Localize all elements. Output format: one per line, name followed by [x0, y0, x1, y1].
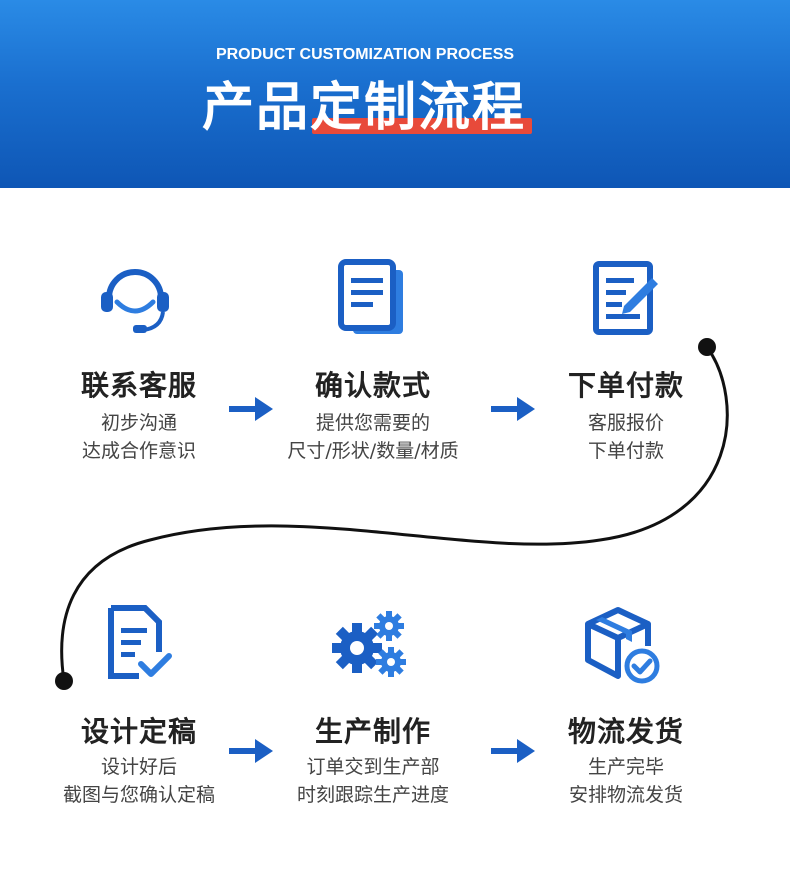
arrow-right-icon [229, 397, 273, 421]
step-desc-line2: 安排物流发货 [568, 784, 683, 806]
header-banner: PRODUCT CUSTOMIZATION PROCESS 产品定制流程 [0, 0, 790, 188]
document-stack-icon [338, 259, 403, 334]
step-title: 生产制作 [314, 715, 431, 748]
document-check-icon [108, 605, 172, 679]
step-desc-line1: 初步沟通 [100, 412, 177, 434]
page-title: 产品定制流程 [202, 78, 527, 138]
title-underline [312, 118, 532, 134]
step-order-payment: 下单付款 客服报价 下单付款 [516, 258, 736, 468]
step-desc-line2: 达成合作意识 [81, 440, 196, 462]
step-title: 确认款式 [314, 369, 431, 402]
step-desc-line2: 时刻跟踪生产进度 [296, 784, 449, 806]
step-desc-line1: 生产完毕 [587, 756, 664, 778]
step-title: 下单付款 [567, 369, 684, 402]
step-desc-line2: 尺寸/形状/数量/材质 [287, 440, 459, 462]
arrow-right-icon [491, 397, 535, 421]
step-design-finalize: 设计定稿 设计好后 截图与您确认定稿 [29, 602, 249, 812]
step-desc-line1: 订单交到生产部 [306, 756, 440, 778]
headset-icon [101, 269, 169, 333]
step-shipping: 物流发货 生产完毕 安排物流发货 [516, 602, 736, 812]
step-contact-service: 联系客服 初步沟通 达成合作意识 [29, 258, 249, 468]
step-title: 设计定稿 [80, 715, 197, 748]
header-subtitle: PRODUCT CUSTOMIZATION PROCESS [215, 46, 515, 63]
arrow-right-icon [491, 739, 535, 763]
pen-document-icon [593, 261, 658, 335]
step-title: 联系客服 [80, 369, 197, 402]
step-desc-line1: 设计好后 [100, 756, 177, 778]
step-desc-line2: 下单付款 [587, 440, 664, 462]
package-check-icon [585, 607, 660, 684]
step-desc-line1: 提供您需要的 [315, 412, 430, 434]
step-desc-line1: 客服报价 [587, 412, 664, 434]
step-production: 生产制作 订单交到生产部 时刻跟踪生产进度 [263, 602, 483, 812]
step-title: 物流发货 [567, 715, 684, 748]
gears-icon [332, 611, 406, 677]
arrow-right-icon [229, 739, 273, 763]
step-confirm-style: 确认款式 提供您需要的 尺寸/形状/数量/材质 [263, 258, 483, 468]
step-desc-line2: 截图与您确认定稿 [62, 784, 215, 806]
